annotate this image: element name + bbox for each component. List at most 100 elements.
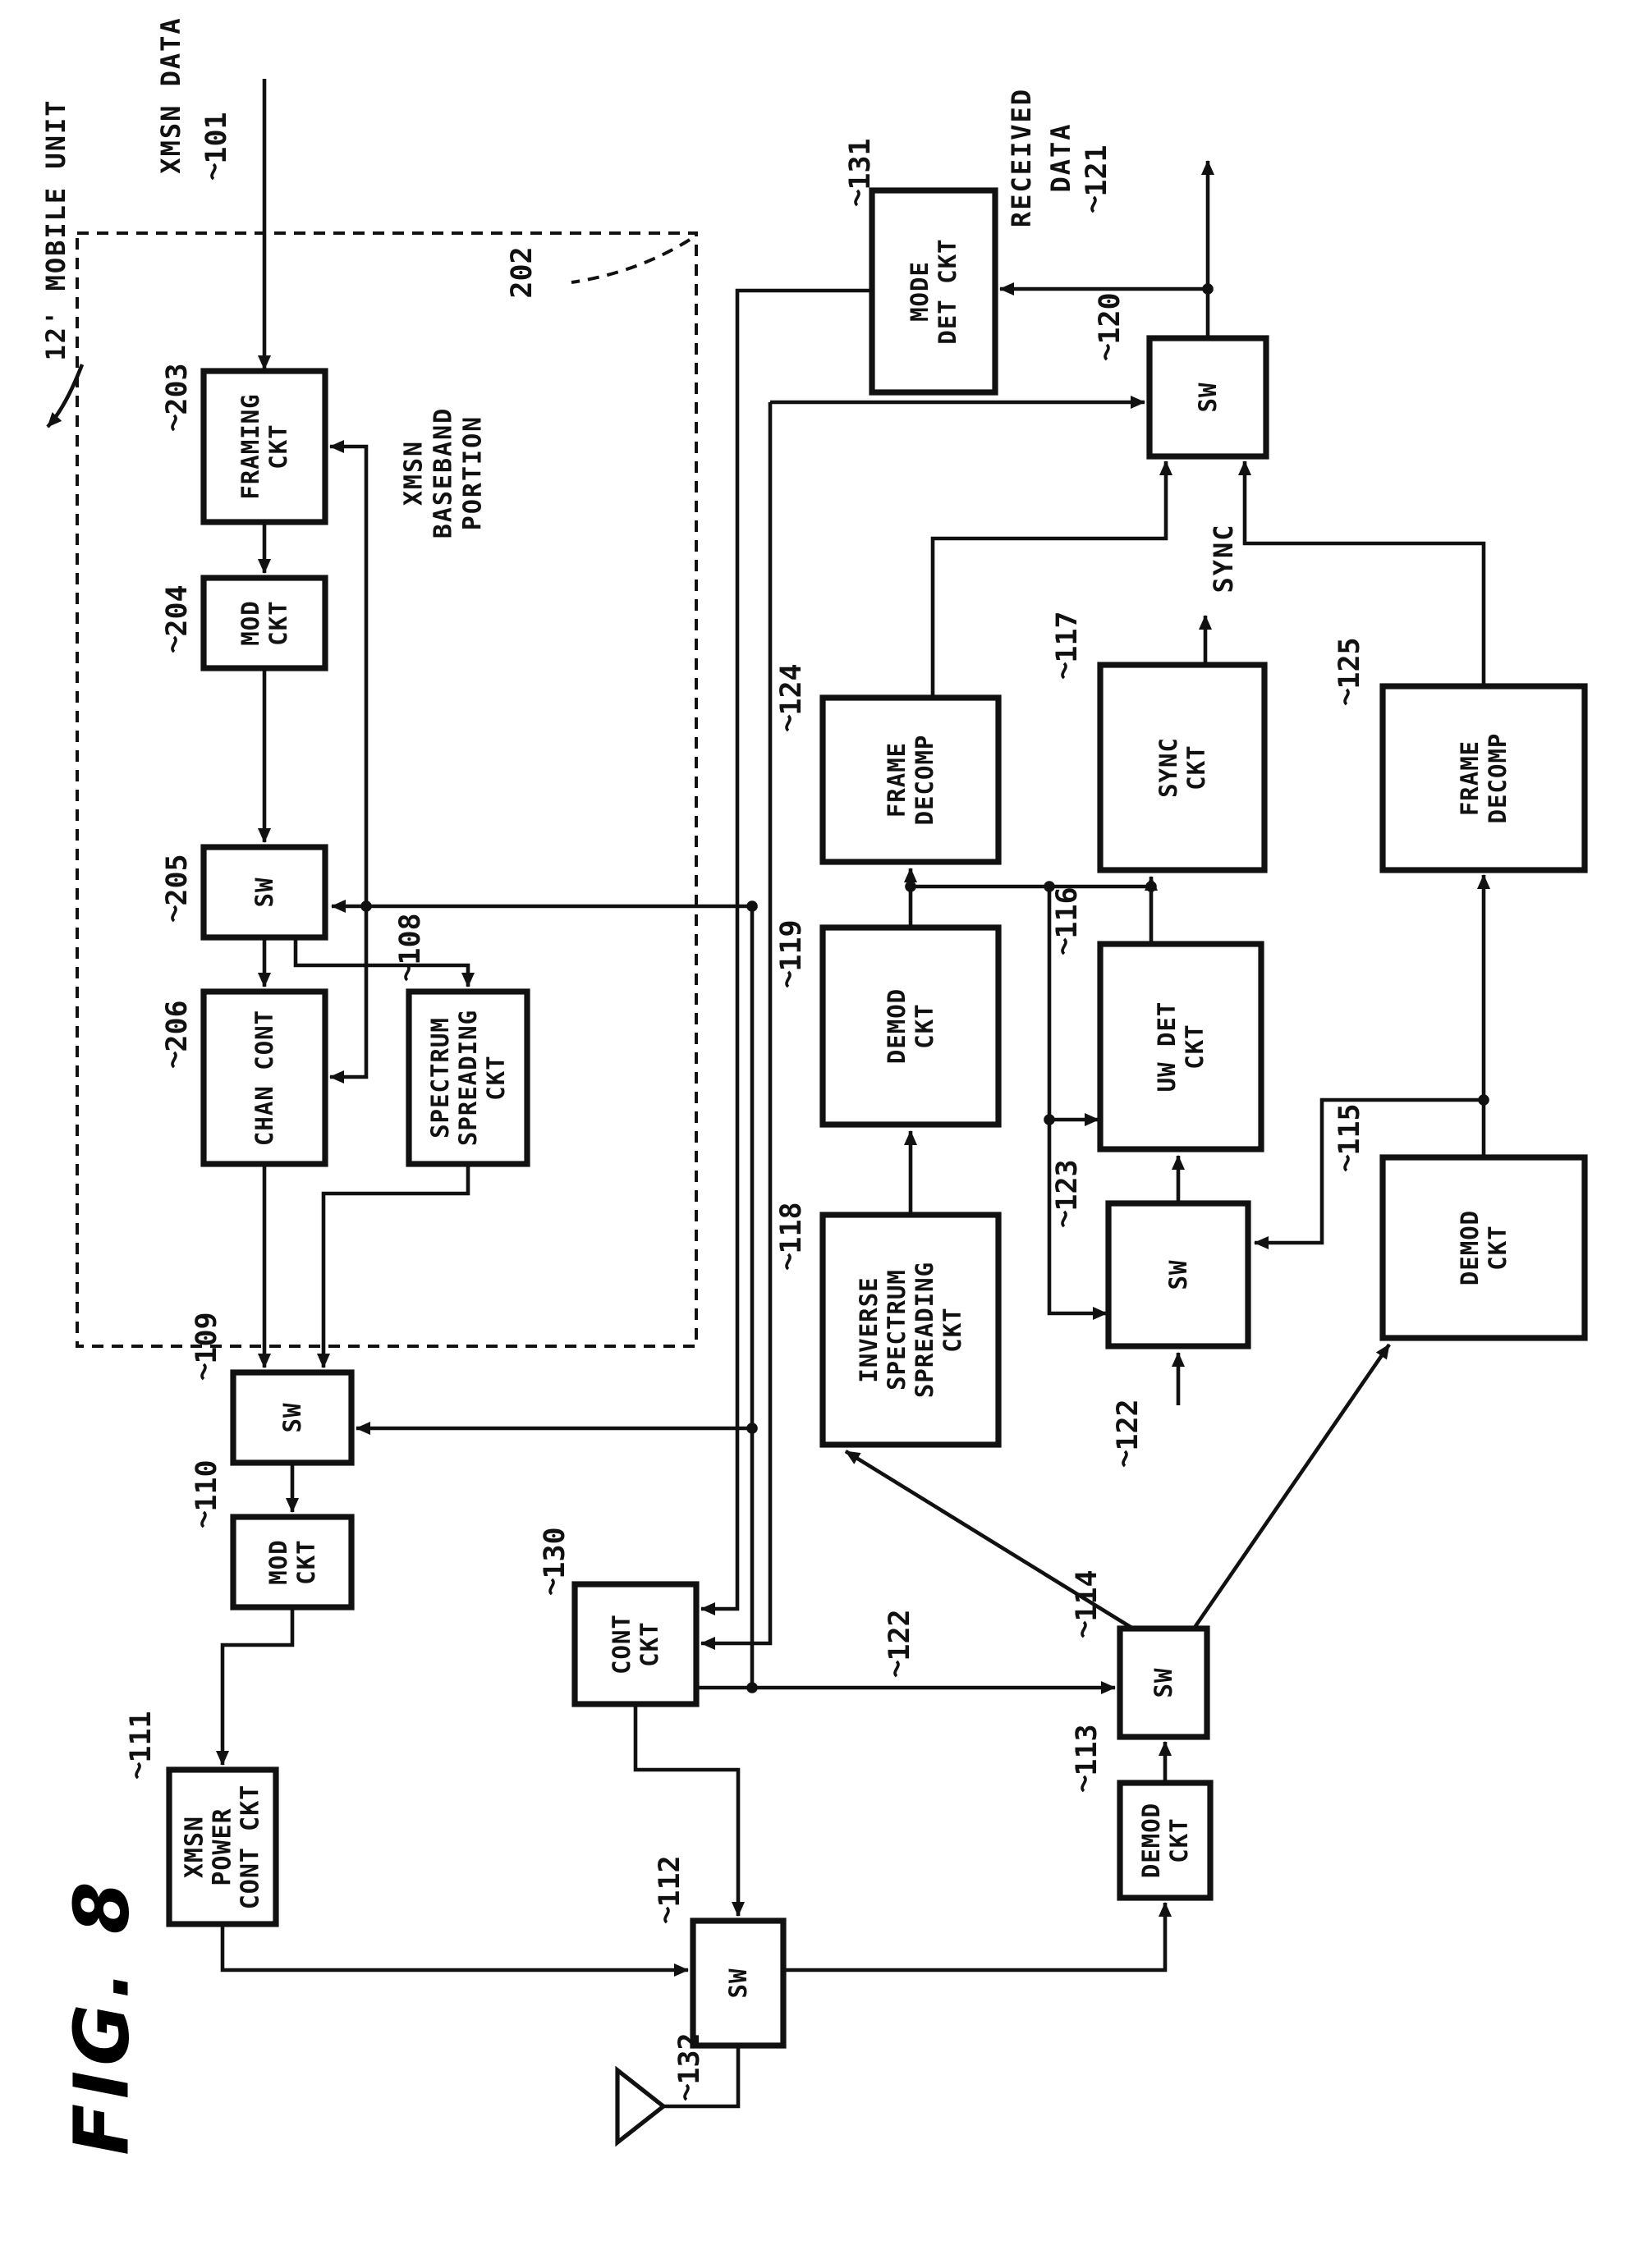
block-label: DEMOD — [1137, 1803, 1165, 1878]
block-sync-ckt-117: SYNC CKT — [1097, 662, 1268, 873]
ref-leader — [171, 1051, 177, 1069]
block-frame-decomp-124: FRAME DECOMP — [819, 694, 1002, 865]
block-label: CKT — [264, 424, 292, 469]
block-mode-det-ckt-131: MODE DET CKT — [869, 187, 998, 396]
block-label: SW — [250, 877, 278, 908]
block-label: CKT — [938, 1307, 966, 1352]
ref-117: 117 — [1051, 611, 1084, 662]
label-xmsn-data: XMSN DATA — [155, 16, 186, 173]
ref-119: 119 — [775, 919, 808, 971]
ref-leader — [1081, 1775, 1087, 1793]
label-baseband: XMSN — [400, 440, 429, 506]
block-mod-ckt-110: MOD CKT — [230, 1514, 355, 1611]
block-label: CONT — [608, 1614, 636, 1675]
ref-109: 109 — [190, 1312, 223, 1363]
ref-leader — [171, 905, 177, 923]
block-label: CKT — [636, 1621, 663, 1666]
block-label: SPECTRUM — [426, 1017, 454, 1139]
ref-132: 132 — [673, 2032, 706, 2084]
ref-leader — [854, 189, 860, 207]
block-label: DEMOD — [1456, 1210, 1484, 1285]
ref-204: 204 — [161, 584, 194, 636]
block-label: DET CKT — [934, 238, 961, 344]
mobile-unit-leader — [46, 364, 85, 428]
block-xmsn-power-cont-111: XMSN POWER CONT CKT — [166, 1766, 279, 1927]
ref-leader — [785, 1253, 792, 1271]
block-label: CKT — [292, 1539, 320, 1584]
ref-leader — [1061, 937, 1067, 955]
block-label: SW — [724, 1968, 752, 1999]
ref-leader — [548, 1578, 555, 1596]
junction — [1044, 881, 1055, 892]
wire-114-115-diagonal — [1192, 1343, 1391, 1630]
ref-leader — [1343, 688, 1350, 706]
block-demod-ckt-115: DEMOD CKT — [1379, 1154, 1588, 1341]
block-label: CKT — [1484, 1225, 1512, 1270]
ref-122-b: 122 — [1112, 1399, 1145, 1450]
wire-to-130-second — [700, 402, 773, 1650]
ref-116: 116 — [1051, 887, 1084, 938]
block-sw-109: SW — [230, 1369, 355, 1466]
label-sync: SYNC — [1208, 523, 1239, 593]
ref-202: 202 — [506, 246, 539, 298]
ref-203: 203 — [161, 363, 194, 415]
ref-leader — [893, 1660, 900, 1678]
block-label: MOD — [236, 600, 264, 645]
block-label: FRAMING — [236, 393, 264, 499]
wire-130-112 — [633, 1704, 745, 1917]
block-inverse-spectrum-118: INVERSE SPECTRUM SPREADING CKT — [819, 1212, 1002, 1448]
block-sw-205: SW — [200, 844, 328, 941]
block-label: DECOMP — [1484, 733, 1512, 824]
label-baseband: PORTION — [459, 415, 488, 530]
ref-leader — [1104, 343, 1110, 361]
ref-115: 115 — [1333, 1103, 1366, 1155]
label-baseband: BASEBAND — [429, 407, 458, 539]
ref-114: 114 — [1071, 1569, 1104, 1621]
wire-205-108 — [293, 937, 475, 987]
wire-108-109 — [317, 1164, 470, 1368]
wire-114-118-diagonal — [844, 1450, 1135, 1630]
wire-112-antenna — [663, 2046, 741, 2109]
block-label: SW — [278, 1403, 306, 1433]
ref-123: 123 — [1051, 1159, 1084, 1211]
label-received-data: DATA — [1045, 122, 1076, 192]
block-label: CKT — [482, 1055, 510, 1100]
junction — [1145, 881, 1157, 892]
wire-125-120 — [1238, 460, 1486, 686]
block-label: XMSN — [181, 1816, 209, 1878]
block-label: CKT — [1181, 1024, 1209, 1069]
ref-leader — [1343, 1154, 1350, 1172]
baseband-leader — [571, 238, 691, 284]
wire-131-130 — [700, 288, 872, 1615]
ref-113: 113 — [1071, 1724, 1104, 1775]
block-sw-114: SW — [1117, 1625, 1210, 1740]
ref-206: 206 — [161, 1000, 194, 1052]
ref-121: 121 — [1081, 144, 1113, 196]
ref-leader — [171, 635, 177, 653]
block-label: SPECTRUM — [883, 1269, 911, 1391]
block-label: DECOMP — [911, 735, 938, 826]
block-label: SPREADING — [454, 1010, 482, 1146]
ref-110: 110 — [190, 1459, 223, 1511]
ref-131: 131 — [844, 138, 877, 190]
baseband-dashed-box — [76, 231, 698, 1348]
ref-205: 205 — [161, 854, 194, 905]
junction — [746, 900, 758, 912]
label-mobile-unit: 12' MOBILE UNIT — [40, 99, 71, 361]
ref-leader — [200, 1363, 207, 1381]
ref-leader — [785, 714, 792, 732]
block-label: CKT — [911, 1003, 938, 1048]
wire-feedback-203 — [329, 440, 369, 906]
junction — [746, 1423, 758, 1434]
block-label: POWER — [209, 1808, 237, 1885]
junction — [746, 1682, 758, 1693]
ref-124: 124 — [775, 663, 808, 715]
ref-leader — [210, 163, 217, 181]
block-label: CKT — [264, 600, 292, 645]
block-label: SW — [1164, 1260, 1192, 1290]
ref-111: 111 — [125, 1711, 158, 1762]
block-label: MOD — [264, 1539, 292, 1584]
ref-130: 130 — [539, 1527, 571, 1578]
ref-leader — [1122, 1450, 1128, 1468]
